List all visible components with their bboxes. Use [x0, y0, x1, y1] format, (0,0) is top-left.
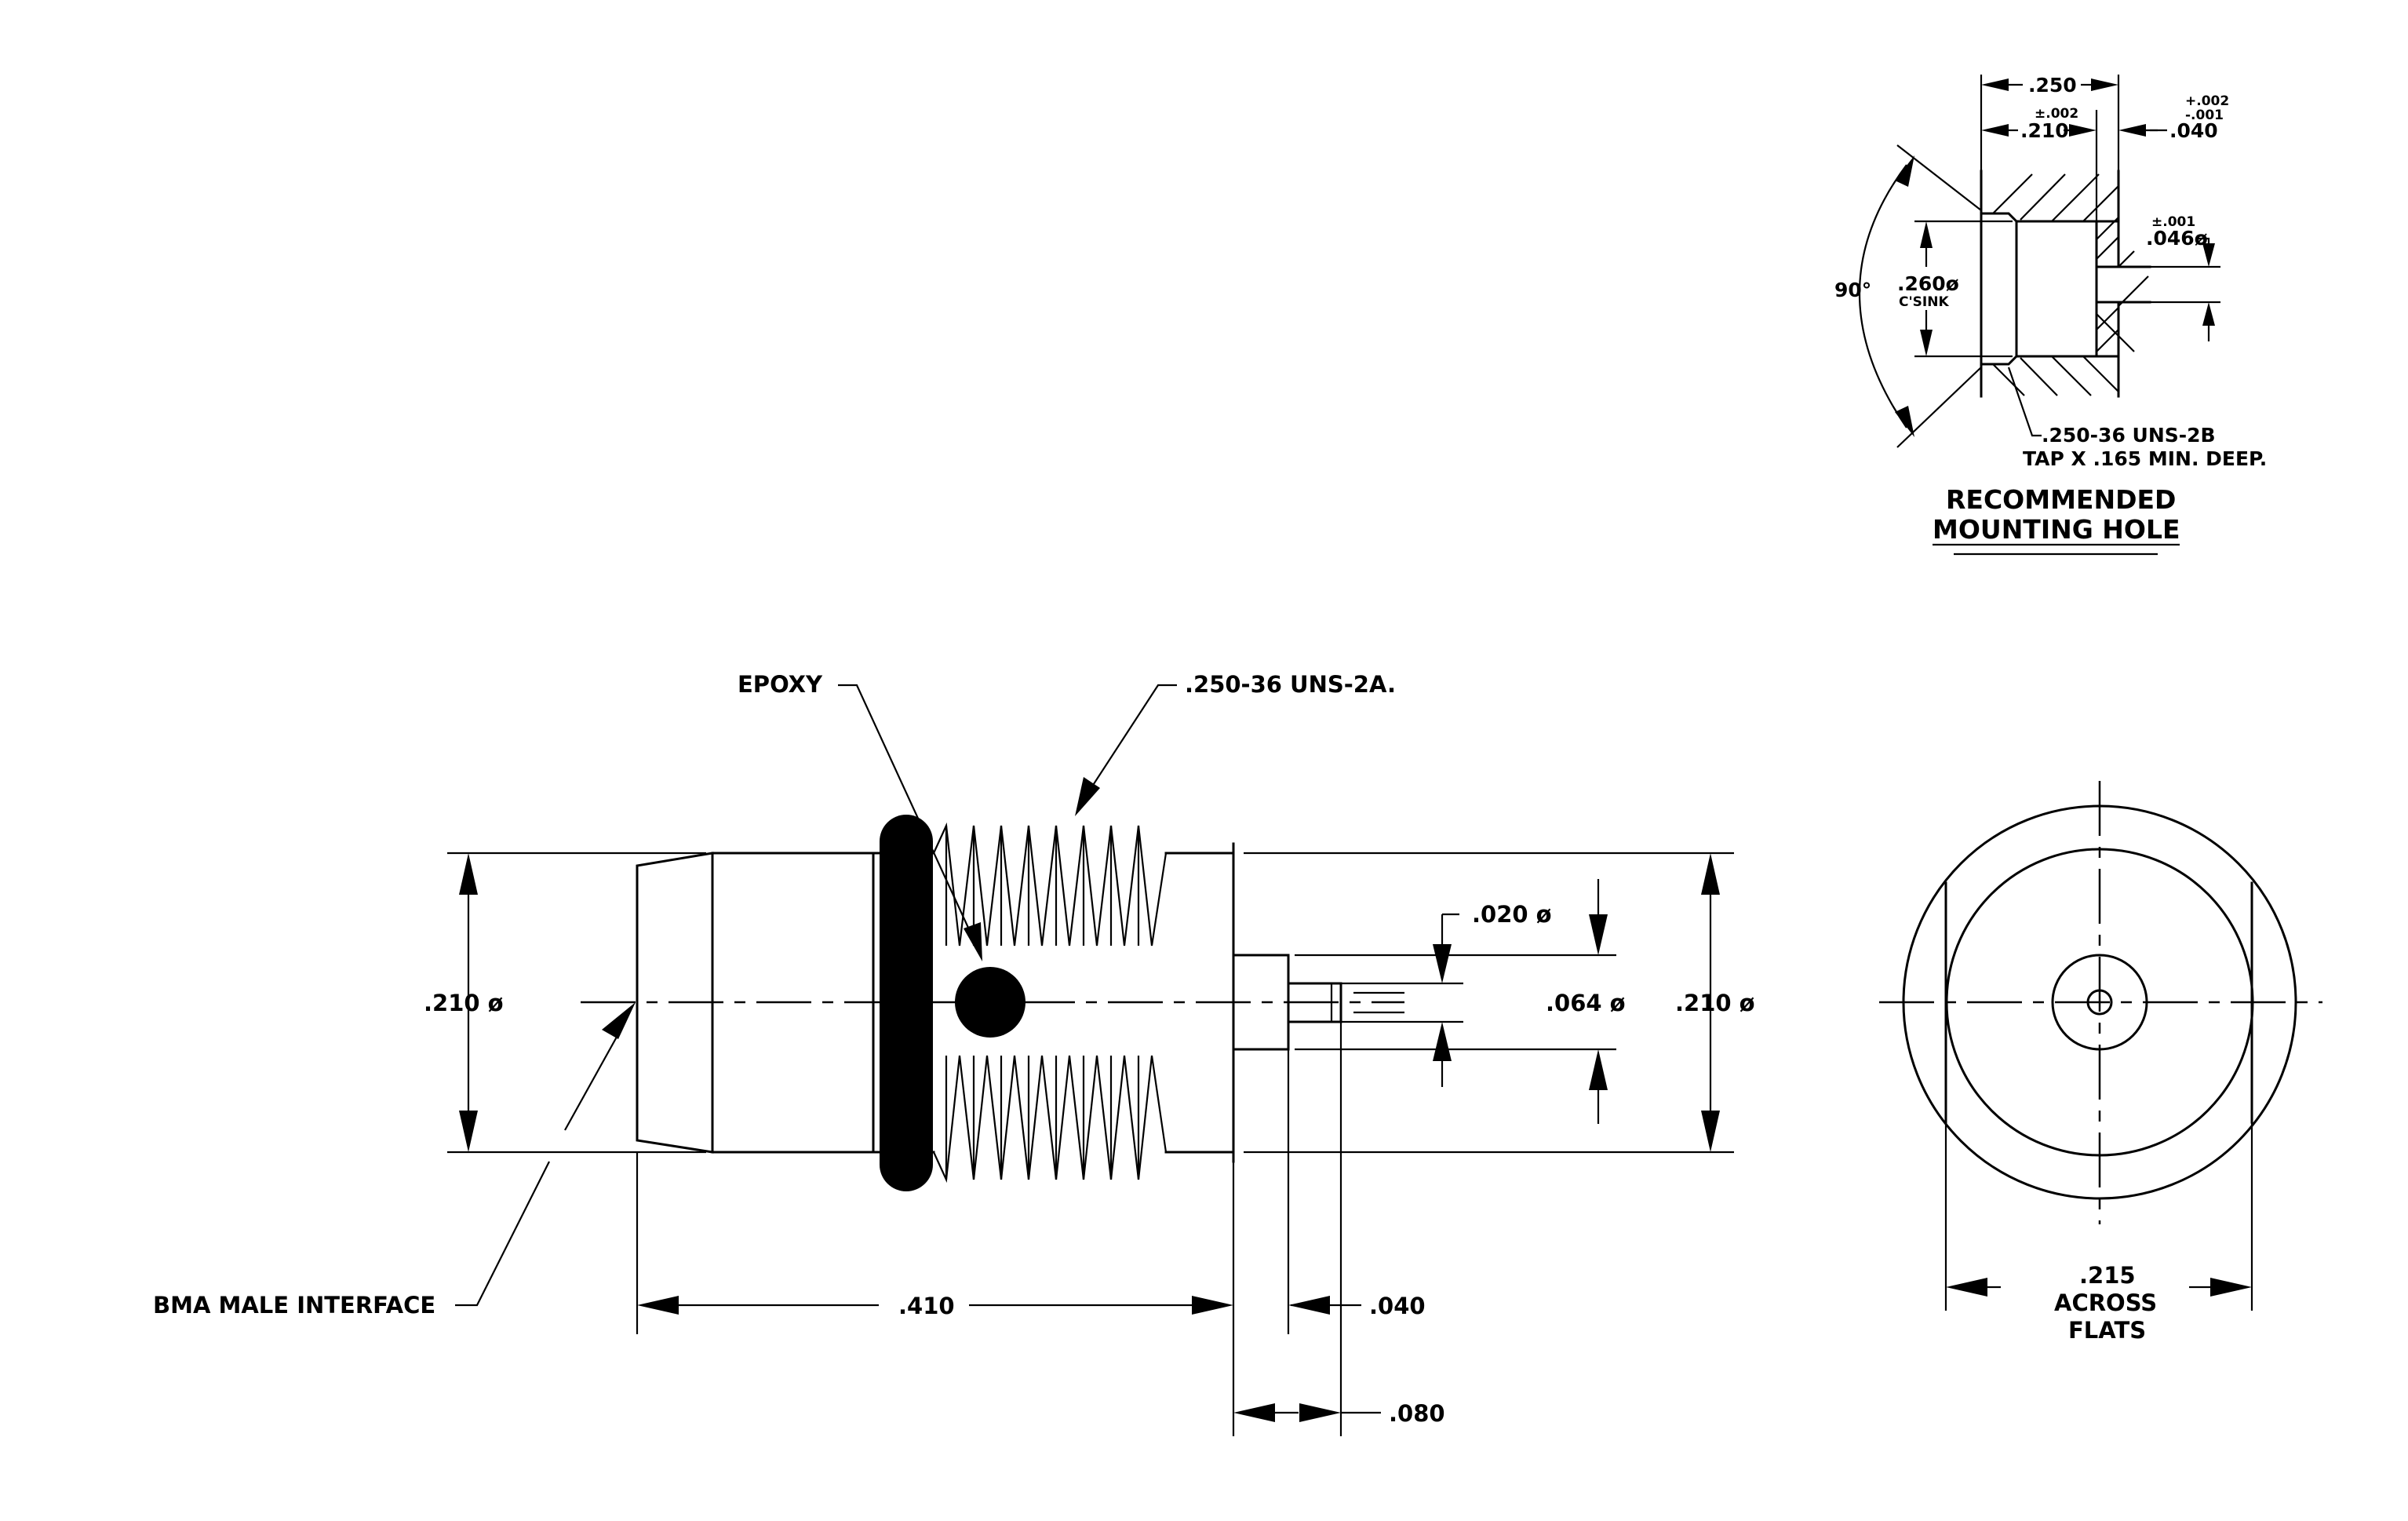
- mh-tol-040-plus: +.002: [2185, 93, 2229, 109]
- mh-title-line2: MOUNTING HOLE: [1933, 514, 2180, 545]
- dim-080: .080: [1389, 1400, 1445, 1427]
- dim-410: .410: [898, 1293, 955, 1319]
- side-dimensions: .210 ø .210 ø .064 ø .020 ø .410: [153, 671, 1755, 1436]
- epoxy-gasket: [880, 815, 933, 1191]
- mh-dim-250: .250: [2028, 74, 2077, 97]
- thread-teeth-top: [932, 822, 1168, 947]
- mh-title-line1: RECOMMENDED: [1946, 484, 2176, 515]
- epoxy-label: EPOXY: [738, 671, 823, 698]
- bma-interface-outline: [636, 852, 714, 1154]
- dim-210-right: .210 ø: [1675, 990, 1755, 1016]
- mh-tap-line1: .250-36 UNS-2B: [2042, 424, 2216, 447]
- mh-dim-260: .260ø: [1897, 272, 1959, 295]
- dim-020: .020 ø: [1472, 901, 1552, 928]
- af-flats: FLATS: [2068, 1317, 2146, 1344]
- af-across: ACROSS: [2054, 1289, 2157, 1316]
- bma-label: BMA MALE INTERFACE: [153, 1292, 435, 1319]
- mh-dim-210: .210: [2020, 119, 2069, 142]
- end-view: .215 ACROSS FLATS: [1879, 781, 2322, 1344]
- af-215: .215: [2079, 1262, 2136, 1289]
- thread-teeth-bottom: [932, 1055, 1168, 1184]
- side-view: [581, 815, 1404, 1191]
- dim-064: .064 ø: [1546, 990, 1626, 1016]
- tap-hole: [2015, 220, 2098, 358]
- mounting-hole-view: .250 ±.002 .210 +.002 -.001 .040 ±.001 .…: [1834, 74, 2267, 556]
- mh-tol-210: ±.002: [2035, 106, 2078, 122]
- mh-tol-046: ±.001: [2151, 214, 2195, 230]
- dim-210-left: .210 ø: [424, 990, 504, 1016]
- mh-csink: C'SINK: [1899, 294, 1949, 310]
- mh-angle: 90°: [1834, 279, 1871, 301]
- thread-label: .250-36 UNS-2A.: [1185, 671, 1396, 698]
- mh-dim-040: .040: [2169, 119, 2218, 142]
- mh-tol-040-minus: -.001: [2185, 108, 2224, 123]
- mh-tap-line2: TAP X .165 MIN. DEEP.: [2023, 447, 2267, 470]
- epoxy-dot: [955, 967, 1025, 1038]
- dim-040: .040: [1369, 1293, 1426, 1319]
